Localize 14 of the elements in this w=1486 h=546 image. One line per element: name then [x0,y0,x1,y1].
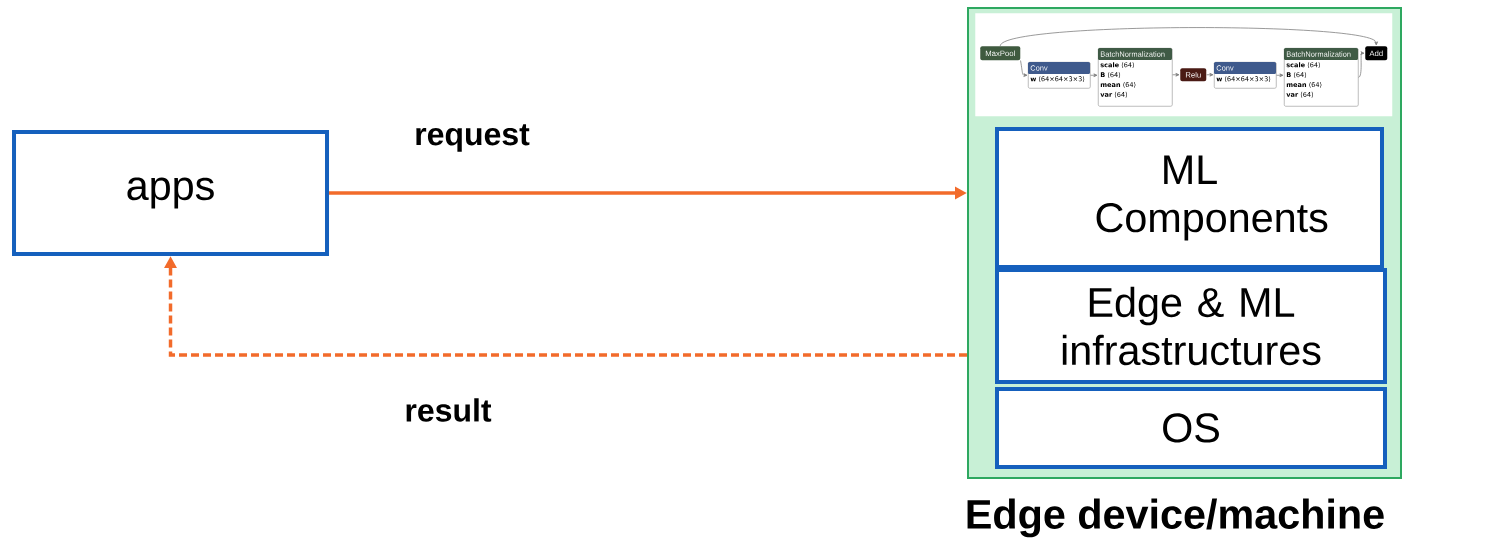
arrow [1276,73,1284,78]
component-box: ML Components [995,127,1384,269]
arrow [999,27,1378,47]
arrow [1020,60,1028,77]
node-label: Edge device/machine [967,498,1384,538]
arrow [1090,73,1098,78]
edge-label: request [416,124,530,152]
component-box: OS [995,387,1387,469]
arrow [1172,72,1180,77]
edge-label: result [406,398,492,422]
arrow [1206,72,1214,77]
component-box: Edge & ML infrastructures [995,268,1387,384]
component-box: apps [12,130,329,256]
arrow [1358,51,1365,78]
